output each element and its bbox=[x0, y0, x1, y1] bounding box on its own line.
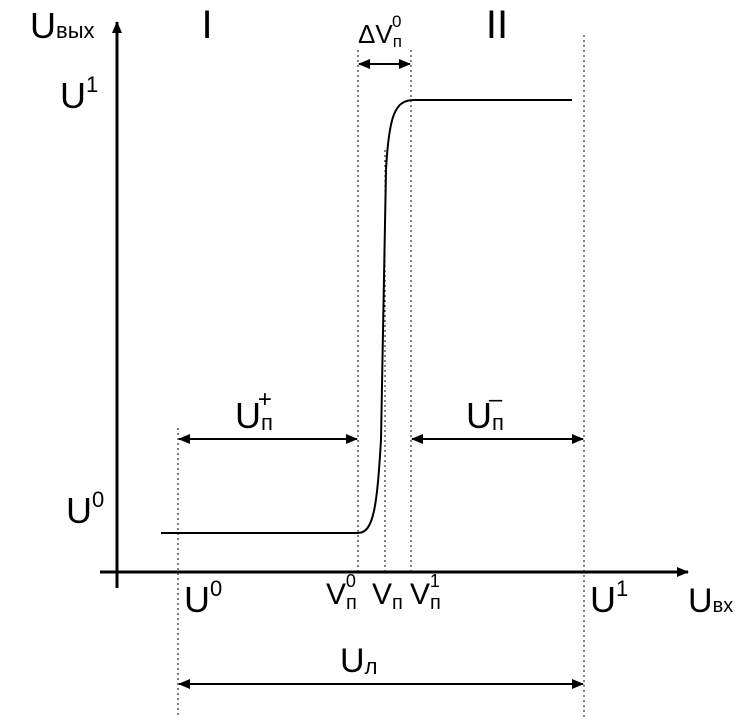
x-tick-vp0: Vп0 bbox=[326, 571, 357, 614]
region-ii-label: II bbox=[486, 3, 508, 47]
level-low-label: U0 bbox=[66, 487, 104, 531]
delta-vp0-label: ΔVп0 bbox=[358, 12, 402, 51]
x-tick-vp1: Vп1 bbox=[410, 571, 441, 614]
y-axis-label: Uвых bbox=[30, 5, 95, 46]
x-axis-label: Uвх bbox=[688, 582, 733, 620]
x-tick-u0: U0 bbox=[184, 576, 222, 620]
logic-swing-label: Uл bbox=[340, 642, 377, 680]
x-tick-u1: U1 bbox=[590, 576, 628, 620]
noise-plus-label: Uп+ bbox=[235, 386, 273, 436]
x-tick-vp: Vп bbox=[372, 578, 403, 614]
guide-lines bbox=[177, 35, 585, 718]
level-high-label: U1 bbox=[60, 72, 98, 116]
transfer-curve bbox=[161, 99, 572, 534]
region-i-label: I bbox=[201, 3, 212, 47]
noise-minus-label: Uп– bbox=[466, 386, 504, 436]
